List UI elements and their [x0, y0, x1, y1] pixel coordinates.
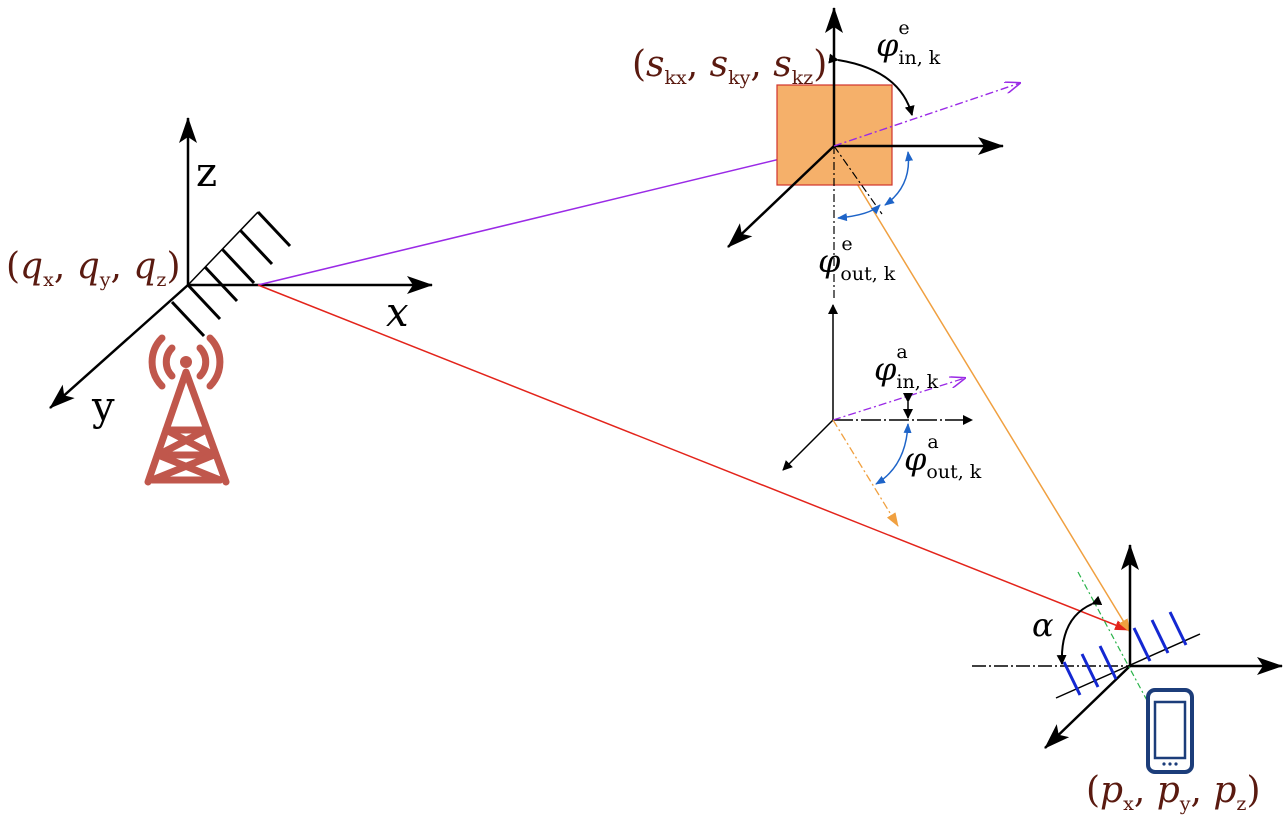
azimuth-axes	[782, 304, 973, 527]
azimuth-angle-out-label: φout, ka	[904, 431, 982, 483]
bs-to-ris-path	[257, 144, 835, 286]
bs-coord-label: (qx, qy, qz)	[6, 246, 180, 291]
bs-axis-y-label: y	[91, 384, 115, 430]
user-antenna-array	[1055, 611, 1201, 699]
bs-antenna-array	[170, 210, 292, 338]
ris-azimuth-out-arc	[884, 151, 914, 206]
ris-angle-in-label: φin, ke	[876, 17, 941, 69]
bs-axis-z-label: z	[196, 150, 217, 196]
azimuth-out-arc	[875, 423, 912, 485]
ris-elevation-in-arc	[828, 53, 915, 116]
azimuth-angle-in-label: φin, ka	[874, 341, 939, 393]
smartphone-icon	[1146, 688, 1194, 774]
bs-axes: z x y	[49, 117, 433, 430]
bs-y-axis	[49, 284, 189, 409]
user-coord-label: (px, py, pz)	[1086, 770, 1260, 815]
bs-axis-x-label: x	[386, 290, 409, 336]
ris-to-user-path	[833, 145, 1131, 633]
user-alpha-arc	[1056, 595, 1103, 665]
user-alpha-label: α	[1032, 606, 1054, 644]
cell-tower-icon	[144, 334, 230, 486]
ris-incident-extension	[833, 83, 1020, 147]
azimuth-reflected-line	[832, 419, 899, 527]
ris-coord-label: (skx, sky, skz)	[632, 44, 827, 89]
azimuth-incident-line	[832, 378, 965, 421]
ris-elevation-out-arc	[837, 204, 881, 222]
user-array-normal	[1077, 571, 1151, 707]
user-axes	[972, 544, 1283, 749]
ris-angle-out-label: φout, ke	[818, 233, 896, 285]
bs-to-user-path	[257, 284, 1129, 631]
